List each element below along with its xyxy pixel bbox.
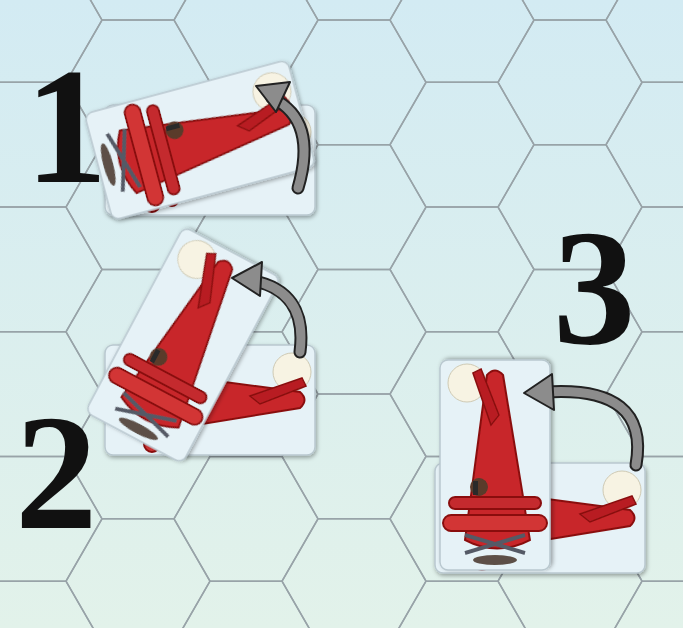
hex-cell: [390, 82, 534, 207]
hex-cell: [606, 581, 683, 628]
hex-cell: [174, 581, 318, 628]
card-pair: [85, 226, 315, 463]
callout-number: 3: [553, 205, 636, 370]
card-pair: [84, 60, 315, 221]
hex-cell: [606, 0, 683, 82]
hex-cell: [498, 20, 642, 145]
plane-card: [84, 60, 315, 221]
hex-cell: [390, 0, 534, 82]
card-pair: [435, 360, 645, 573]
hex-cell: [498, 0, 642, 20]
rotation-arrow: [256, 82, 304, 188]
hex-cell: [174, 456, 318, 581]
hex-cell: [282, 0, 426, 20]
hex-cell: [0, 207, 102, 332]
hex-cell: [606, 82, 683, 207]
hex-cell: [390, 581, 534, 628]
rotation-arrow: [232, 262, 301, 352]
callout-number: 2: [15, 390, 98, 555]
callout-number: 1: [25, 44, 108, 209]
hex-cell: [0, 581, 102, 628]
hex-cell: [66, 0, 210, 20]
plane-card: [85, 226, 281, 463]
hex-cell: [282, 519, 426, 628]
hex-cell: [390, 207, 534, 332]
rotation-arrow: [524, 374, 638, 465]
